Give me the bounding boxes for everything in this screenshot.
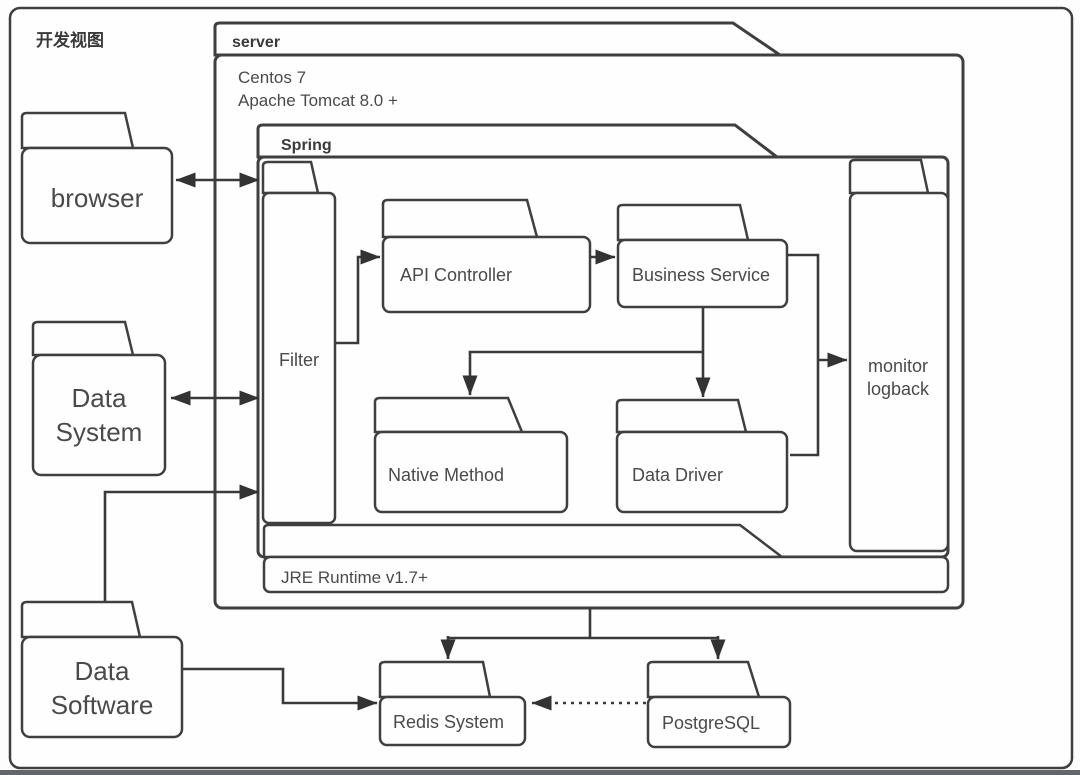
spring-node: Spring [256,123,950,559]
browser-node: browser [20,111,174,245]
data-software-label-line1: Data [75,656,130,686]
edge-business-data-driver-side-link [787,253,820,457]
redis-system-node: Redis System [378,660,527,747]
redis-folder-body [378,695,527,747]
bottom-strip [0,770,1080,775]
postgresql-folder-body [646,695,792,749]
edges [103,172,848,711]
server-runtime-label: Apache Tomcat 8.0 + [238,91,398,110]
server-os-label: Centos 7 [238,68,306,87]
monitor-folder-tab [848,158,930,195]
filter-node: Filter [261,160,337,525]
spring-label: Spring [281,137,332,154]
spring-folder-tab [256,123,782,159]
browser-folder-body [20,146,174,245]
edge-data-software-filter [103,484,260,601]
data-software-folder-body [20,635,184,739]
data-software-node: Data Software [20,600,184,739]
redis-folder-tab [378,660,492,699]
native-method-label: Native Method [388,465,504,485]
data-driver-folder-tab [615,398,748,434]
edge-data-software-redis [183,667,378,711]
native-method-folder-body [373,430,569,514]
data-system-folder-body [31,353,167,477]
filter-label: Filter [279,350,319,370]
data-system-node: Data System [31,320,167,477]
browser-label: browser [51,183,144,213]
browser-folder-tab [20,111,135,150]
redis-label: Redis System [393,712,504,732]
diagram-title: 开发视图 [36,30,104,50]
native-method-folder-tab [373,396,524,434]
jre-label: JRE Runtime v1.7+ [281,568,428,587]
business-service-label: Business Service [632,265,770,285]
data-driver-node: Data Driver [615,398,789,514]
business-service-folder-tab [616,203,750,242]
postgresql-folder-tab [646,660,761,699]
spring-folder-body [256,155,950,559]
jre-folder-body [262,555,950,594]
postgresql-node: PostgreSQL [646,660,792,749]
data-driver-label: Data Driver [632,465,723,485]
monitor-logback-node: monitor logback [848,158,950,553]
edge-filter-api-controller [335,249,381,345]
edge-business-native-method [462,350,703,396]
filter-folder-tab [261,160,320,195]
data-system-label-line1: Data [72,383,127,413]
native-method-node: Native Method [373,396,569,514]
jre-folder-tab [262,523,786,559]
data-software-label-line2: Software [51,690,154,720]
jre-runtime-node: JRE Runtime v1.7+ [262,523,950,594]
api-controller-node: API Controller [381,198,592,314]
server-label: server [232,34,280,51]
data-system-label-line2: System [56,417,143,447]
filter-folder-body [261,191,337,525]
data-driver-folder-body [615,430,789,514]
monitor-label-line2: logback [867,379,930,399]
api-controller-folder-body [381,235,592,314]
business-service-node: Business Service [616,203,789,309]
api-controller-label: API Controller [400,265,512,285]
data-software-folder-tab [20,600,142,639]
server-folder-tab [213,21,785,57]
monitor-label-line1: monitor [868,356,928,376]
monitor-folder-body [848,191,950,553]
data-system-folder-tab [31,320,135,357]
postgresql-label: PostgreSQL [662,713,760,733]
api-controller-folder-tab [381,198,539,239]
